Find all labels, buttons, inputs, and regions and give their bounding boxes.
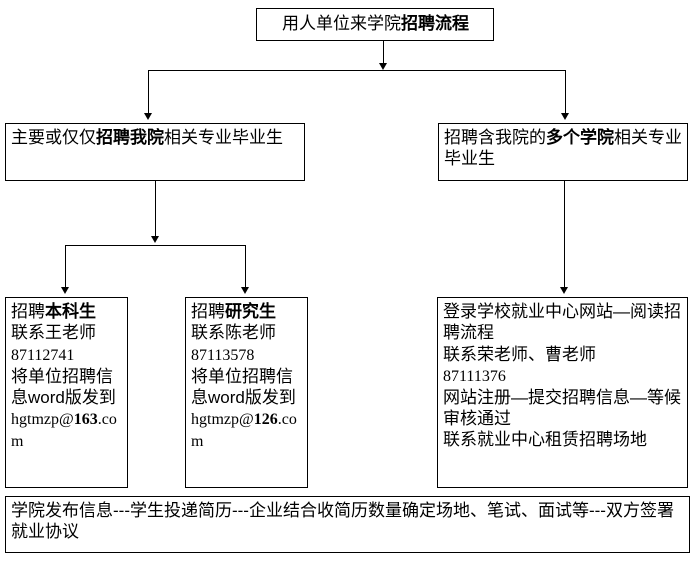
connector-own-college-split-bar — [65, 245, 246, 246]
node-graduate-phone: 87113578 — [191, 346, 255, 364]
connector-root-stem — [383, 41, 384, 65]
node-multi-college: 招聘含我院的多个学院相关专业毕业生 — [438, 123, 688, 181]
node-graduate-email-suffix: .com — [191, 411, 297, 450]
node-footer-summary-text: 学院发布信息---学生投递简历---企业结合收简历数量确定场地、笔试、面试等--… — [11, 501, 674, 542]
connector-own-college-to-graduate — [245, 245, 246, 288]
node-root: 用人单位来学院招聘流程 — [256, 8, 494, 41]
node-undergrad-email-suffix: .com — [11, 411, 117, 450]
node-own-college-part-bold: 招聘我院 — [96, 128, 164, 147]
connector-root-to-multi-college — [565, 70, 566, 114]
node-employment-center-line1: 登录学校就业中心网站—阅读招聘流程 — [443, 302, 681, 343]
node-employment-center-line4: 网站注册—提交招聘信息—等候审核通过 — [443, 387, 681, 428]
connector-root-to-own-college-arrowhead — [144, 113, 152, 120]
node-multi-college-part-bold: 多个学院 — [546, 128, 614, 147]
node-multi-college-part2: 相关专业毕业生 — [444, 128, 682, 169]
node-undergrad-phone: 87112741 — [11, 346, 75, 364]
connector-own-college-to-undergrad — [65, 245, 66, 288]
node-footer-summary: 学院发布信息---学生投递简历---企业结合收简历数量确定场地、笔试、面试等--… — [5, 496, 690, 553]
node-root-text-bold: 招聘流程 — [401, 14, 469, 33]
node-undergrad-email-user: hgtmzp@ — [11, 411, 74, 428]
node-graduate-email-user: hgtmzp@ — [191, 411, 254, 428]
node-employment-center: 登录学校就业中心网站—阅读招聘流程联系荣老师、曹老师 87111376 网站注册—提… — [437, 297, 688, 488]
node-graduate-email-domain: 126 — [253, 411, 278, 428]
connector-root-stem-arrowhead — [379, 63, 387, 70]
node-undergrad-instruction: 将单位招聘信息word版发到 — [11, 366, 116, 407]
node-graduate-contact: 联系陈老师 — [191, 323, 276, 343]
connector-own-college-stem — [155, 181, 156, 238]
node-undergrad: 招聘本科生联系王老师 87112741 将单位招聘信息word版发到 hgtmzp@1… — [5, 297, 128, 488]
node-undergrad-heading-bold: 本科生 — [45, 302, 96, 321]
node-graduate-heading-bold: 研究生 — [225, 302, 276, 321]
node-multi-college-part1: 招聘含我院的 — [444, 128, 546, 147]
connector-root-split-bar — [148, 70, 566, 71]
node-root-text-normal: 用人单位来学院 — [282, 14, 401, 33]
node-employment-center-line5: 联系就业中心租赁招聘场地 — [443, 430, 647, 450]
connector-multi-college-to-employment-center-arrowhead — [560, 287, 568, 294]
connector-own-college-to-undergrad-arrowhead — [61, 287, 69, 294]
connector-own-college-stem-arrowhead — [151, 236, 159, 243]
connector-multi-college-to-employment-center — [564, 181, 565, 288]
node-employment-center-line3: 87111376 — [443, 367, 506, 385]
node-undergrad-heading-prefix: 招聘 — [11, 302, 45, 321]
node-undergrad-contact: 联系王老师 — [11, 323, 96, 343]
node-graduate-instruction: 将单位招聘信息word版发到 — [191, 366, 296, 407]
node-graduate: 招聘研究生联系陈老师 87113578 将单位招聘信息word版发到 hgtmzp@1… — [185, 297, 308, 488]
node-graduate-heading-prefix: 招聘 — [191, 302, 225, 321]
node-own-college: 主要或仅仅招聘我院相关专业毕业生 — [5, 123, 305, 181]
connector-own-college-to-graduate-arrowhead — [241, 287, 249, 294]
node-own-college-part2: 相关专业毕业生 — [164, 128, 283, 147]
node-own-college-part1: 主要或仅仅 — [11, 128, 96, 147]
node-employment-center-line2: 联系荣老师、曹老师 — [443, 344, 596, 364]
connector-root-to-own-college — [148, 70, 149, 114]
connector-root-to-multi-college-arrowhead — [561, 113, 569, 120]
node-undergrad-email-domain: 163 — [73, 411, 98, 428]
